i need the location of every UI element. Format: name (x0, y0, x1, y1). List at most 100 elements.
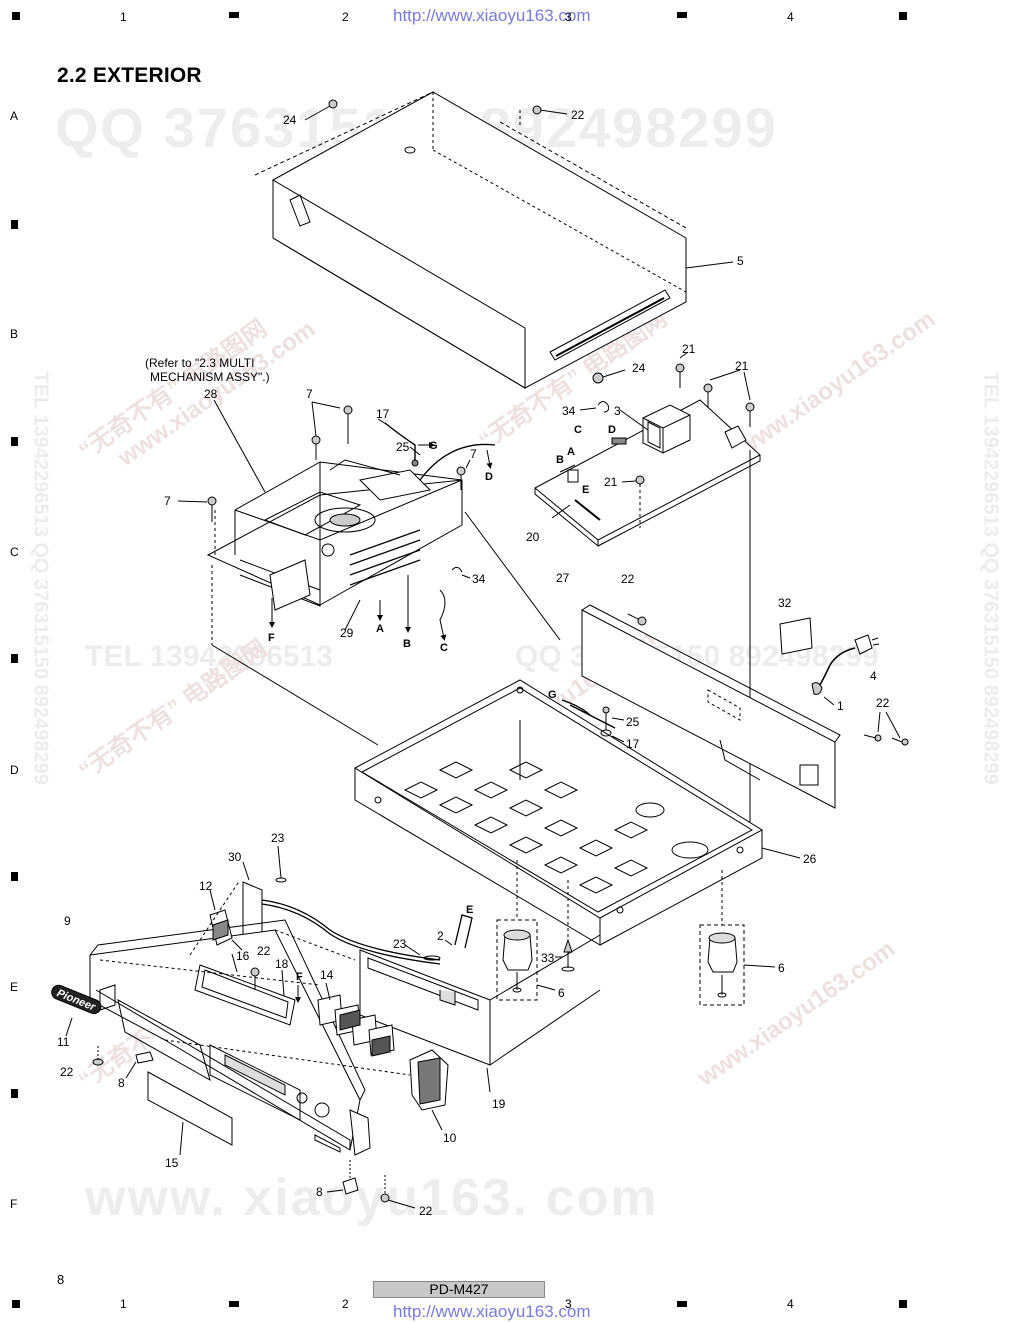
footer-column-label-1: 1 (120, 1297, 127, 1311)
connector-g: G (548, 689, 557, 701)
column-label-1: 1 (120, 10, 127, 24)
corner-mark (12, 1300, 20, 1308)
callout-28: 28 (204, 387, 218, 401)
top-cover (254, 91, 687, 389)
callout-29: 29 (340, 626, 354, 640)
screw-7-c (456, 466, 466, 490)
front-panel (89, 919, 371, 1156)
power-board (534, 399, 761, 548)
column-label-4: 4 (787, 10, 794, 24)
screw-21-d (635, 475, 645, 528)
rear-panel (581, 604, 841, 809)
callout-21: 21 (604, 475, 618, 489)
callout-26: 26 (803, 852, 817, 866)
callout-34: 34 (472, 572, 486, 586)
column-mark (677, 12, 687, 18)
callout-22: 22 (60, 1065, 74, 1079)
screw-22-right (863, 711, 909, 746)
column-label-2: 2 (342, 10, 349, 24)
footer-url[interactable]: http://www.xiaoyu163.com (393, 1302, 591, 1321)
footer-column-label-2: 2 (342, 1297, 349, 1311)
callout-22: 22 (419, 1204, 433, 1218)
callout-14: 14 (320, 968, 334, 982)
corner-mark (899, 12, 907, 20)
callout-22: 22 (571, 108, 585, 122)
row-mark (11, 654, 18, 663)
callout-10: 10 (443, 1131, 457, 1145)
row-mark (11, 220, 18, 229)
corner-mark (12, 12, 20, 20)
callout-9: 9 (64, 914, 71, 928)
callout-25: 25 (396, 440, 410, 454)
callout-15: 15 (165, 1156, 179, 1170)
callout-1: 1 (837, 699, 844, 713)
connector-f: F (268, 632, 275, 644)
connector-f: F (296, 971, 303, 983)
multi-mechanism (206, 459, 463, 611)
callout-19: 19 (492, 1097, 506, 1111)
callout-4: 4 (870, 669, 877, 683)
callout-32: 32 (778, 596, 792, 610)
connector-g: G (429, 440, 438, 452)
footer-column-label-3: 3 (565, 1297, 572, 1311)
callout-25: 25 (626, 715, 640, 729)
callout-16: 16 (236, 949, 250, 963)
column-mark (229, 12, 239, 18)
screw-21-a (675, 363, 685, 388)
column-mark (229, 1301, 239, 1307)
row-label-c: C (10, 545, 19, 559)
screw-24-bottom (592, 369, 626, 384)
callout-17: 17 (376, 407, 390, 421)
screw-7-d (207, 496, 217, 522)
row-mark (11, 872, 18, 881)
column-label-3: 3 (565, 10, 572, 24)
connector-d: D (608, 424, 616, 436)
callout-22: 22 (257, 944, 271, 958)
connector-b: B (556, 454, 564, 466)
callout-7: 7 (164, 494, 171, 508)
watermark-qq2: QQ 376315150 892498299 (515, 640, 879, 673)
callout-12: 12 (199, 879, 213, 893)
callout-23: 23 (393, 937, 407, 951)
power-cord (817, 634, 880, 689)
callout-6: 6 (558, 986, 565, 1000)
callout-2: 2 (437, 929, 444, 943)
callout-22: 22 (621, 572, 635, 586)
callout-27: 27 (556, 571, 570, 585)
connector-a: A (376, 623, 384, 635)
connector-c: C (574, 424, 582, 436)
callout-23: 23 (271, 831, 285, 845)
callout-7: 7 (306, 387, 313, 401)
callout-24: 24 (632, 361, 646, 375)
header-url[interactable]: http://www.xiaoyu163.com (393, 6, 591, 25)
row-label-a: A (10, 109, 19, 123)
callout-22: 22 (876, 696, 890, 710)
callout-21: 21 (735, 359, 749, 373)
foot-left (496, 919, 556, 1001)
footer-column-label-4: 4 (787, 1297, 794, 1311)
foot-right (699, 924, 776, 1006)
screw-22-top (532, 105, 568, 115)
row-label-e: E (10, 980, 19, 994)
connector-b: B (403, 638, 411, 650)
corner-mark (899, 1300, 907, 1308)
row-mark (11, 1089, 18, 1098)
callout-24: 24 (283, 113, 297, 127)
callout-21: 21 (682, 342, 696, 356)
callout-11: 11 (57, 1035, 70, 1049)
chassis (353, 679, 763, 946)
row-label-d: D (10, 763, 19, 777)
row-label-f: F (10, 1197, 18, 1211)
callout-8: 8 (118, 1076, 125, 1090)
button-cluster (317, 994, 395, 1057)
callout-3: 3 (614, 404, 621, 418)
callout-18: 18 (275, 957, 289, 971)
connector-d: D (485, 471, 493, 483)
screw-7-b (311, 435, 321, 460)
callout-7: 7 (470, 447, 477, 461)
connector-e: E (466, 904, 473, 916)
column-mark (677, 1301, 687, 1307)
section-title: 2.2 EXTERIOR (57, 64, 202, 87)
screw-21-b (703, 383, 713, 408)
